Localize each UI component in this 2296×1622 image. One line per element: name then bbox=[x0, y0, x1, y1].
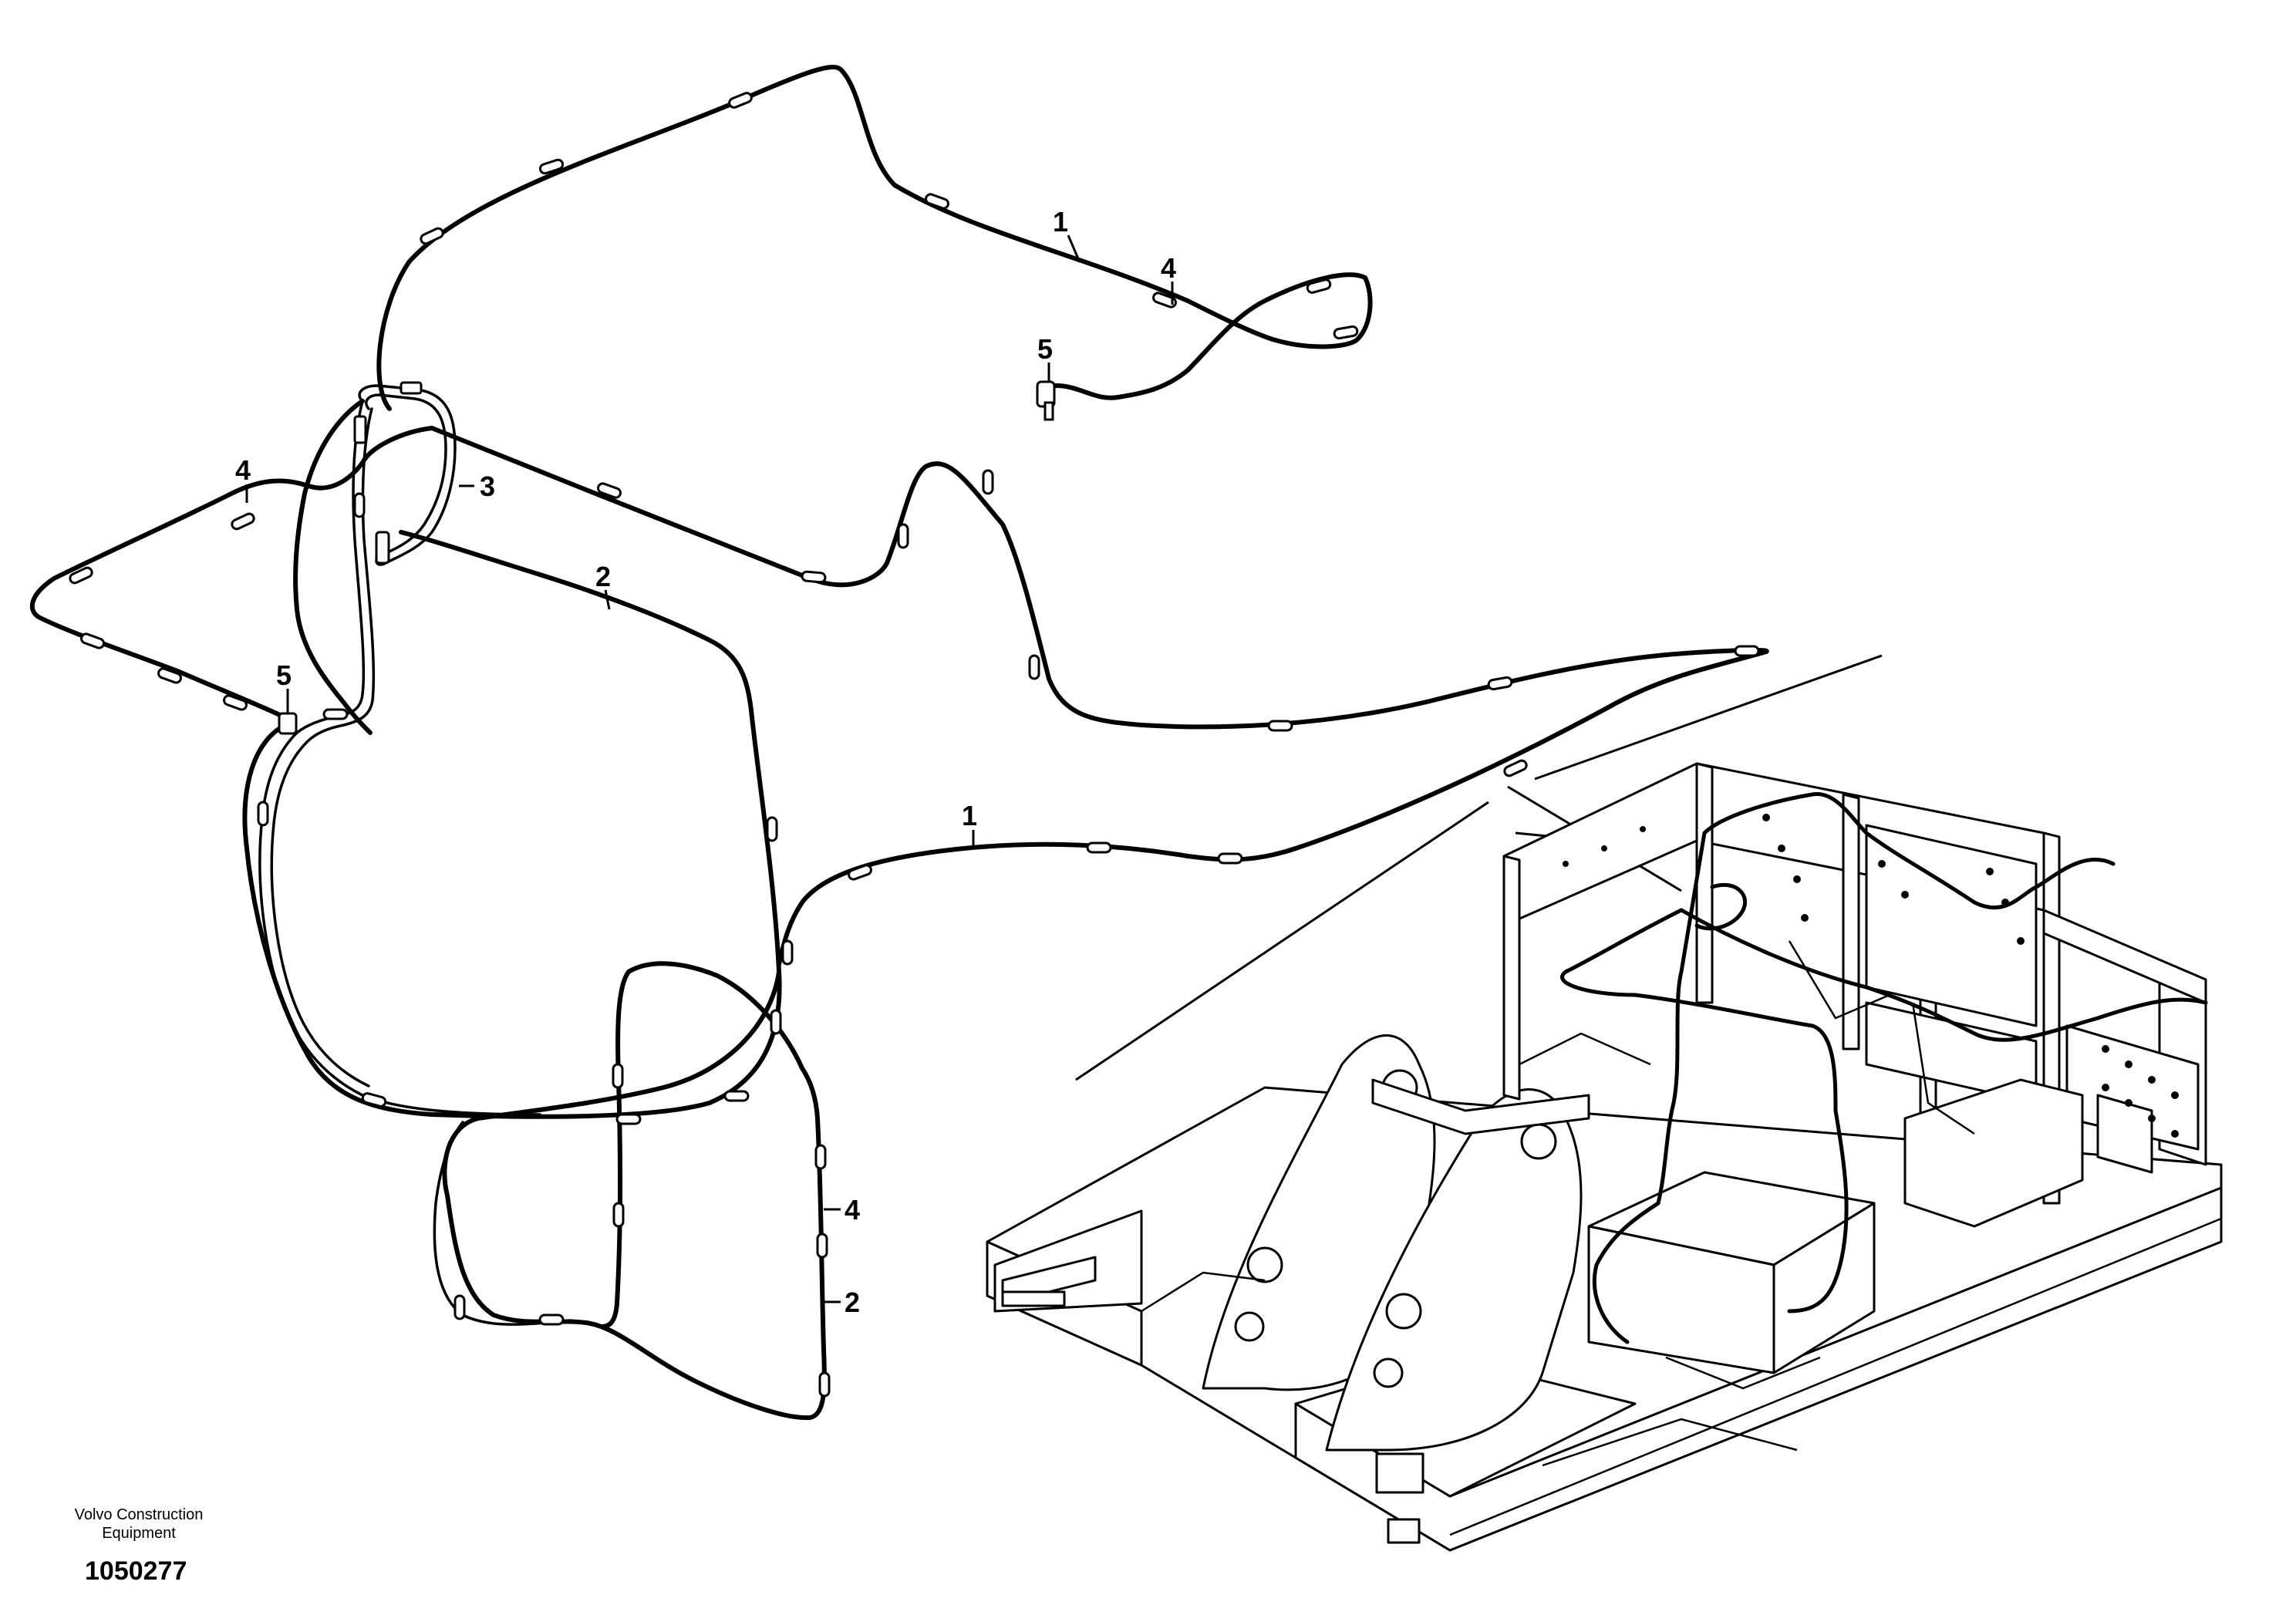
hose-4-lower-loop bbox=[599, 961, 804, 1329]
callout-2-bottom: 2 bbox=[845, 1286, 860, 1318]
hose-3-loop-inner bbox=[365, 393, 447, 553]
drawing-number: 1050277 bbox=[85, 1556, 187, 1586]
hose-1-return bbox=[777, 649, 1768, 966]
connector-fitting bbox=[1043, 401, 1054, 421]
machine-upper-frame bbox=[986, 762, 2223, 1552]
projection-line bbox=[1534, 654, 1883, 781]
projection-line bbox=[1075, 801, 1489, 1081]
hose-2-bottom-loop bbox=[442, 969, 827, 1421]
callout-3: 3 bbox=[480, 470, 495, 502]
connector-fitting bbox=[353, 415, 367, 444]
callout-1-mid: 1 bbox=[962, 800, 977, 831]
hose-clamps bbox=[69, 92, 1760, 1398]
hose-2-outer bbox=[293, 399, 373, 735]
connector-fitting bbox=[278, 712, 298, 735]
leader-line bbox=[604, 589, 611, 610]
leader-line bbox=[1067, 234, 1081, 263]
callout-4-top: 4 bbox=[1161, 252, 1176, 284]
hose-3-down-inner bbox=[270, 407, 376, 1088]
hose-3-bottom bbox=[433, 1121, 572, 1326]
hose-3-down bbox=[258, 400, 541, 1116]
manufacturer-line-2: Equipment bbox=[102, 1525, 176, 1542]
callout-1-top: 1 bbox=[1053, 206, 1068, 238]
hose-2-main bbox=[242, 530, 782, 1119]
hose-1-lower bbox=[430, 426, 1769, 730]
connector-fitting bbox=[375, 531, 390, 565]
callout-5-left: 5 bbox=[276, 659, 292, 691]
callout-4-left: 4 bbox=[235, 454, 251, 486]
manufacturer-line-1: Volvo Construction bbox=[74, 1506, 204, 1523]
callout-4-bottom: 4 bbox=[845, 1194, 860, 1226]
callout-5-top: 5 bbox=[1037, 333, 1053, 365]
connector-fitting bbox=[400, 381, 423, 395]
hose-1-upper bbox=[376, 65, 1373, 411]
callout-2-mid: 2 bbox=[595, 561, 611, 592]
hose-3-loop bbox=[358, 384, 457, 566]
manufacturer-label: Volvo Construction Equipment bbox=[31, 1506, 247, 1543]
